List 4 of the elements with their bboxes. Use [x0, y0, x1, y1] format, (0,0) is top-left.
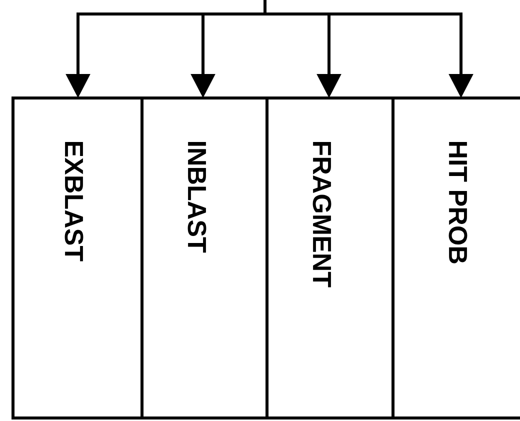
process-box: INBLAST: [140, 96, 268, 420]
process-box: FRAGMENT: [266, 96, 394, 420]
process-box: EXBLAST: [12, 96, 144, 420]
process-box: HIT PROB: [392, 96, 520, 420]
